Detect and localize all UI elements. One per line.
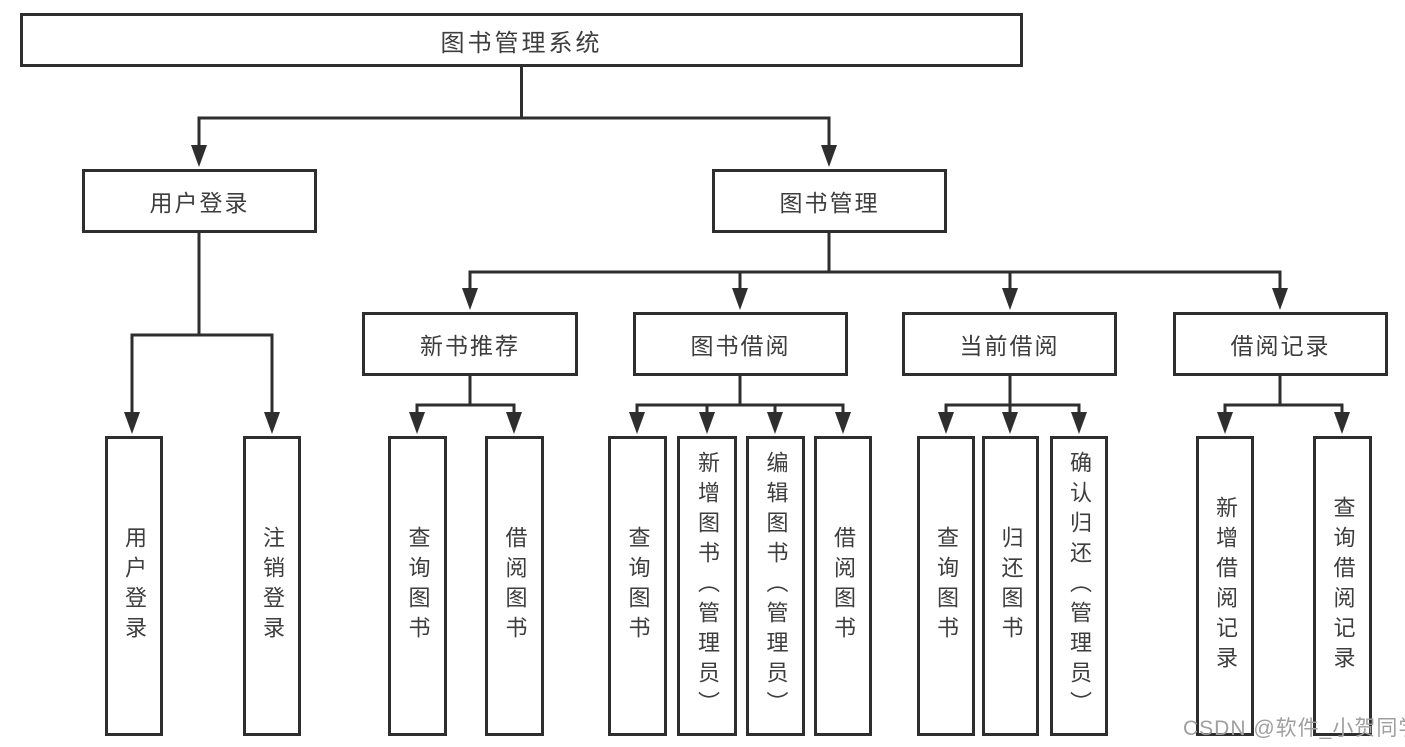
- leaf-return-books-label: 归还图书: [998, 526, 1024, 646]
- node-new-book-recommend-label: 新书推荐: [420, 333, 520, 359]
- leaf-borrow-books-newrec: 借阅图书: [485, 436, 544, 736]
- leaf-edit-books-admin-label: 编辑图书（管理员）: [763, 451, 789, 721]
- node-user-login-label: 用户登录: [149, 190, 250, 216]
- node-current-borrow: 当前借阅: [902, 312, 1117, 376]
- node-book-borrow: 图书借阅: [633, 312, 848, 376]
- node-book-borrow-label: 图书借阅: [690, 333, 791, 359]
- leaf-borrow-books-newrec-label: 借阅图书: [502, 526, 528, 646]
- leaf-add-borrow-record-label: 新增借阅记录: [1213, 496, 1238, 676]
- node-borrow-records: 借阅记录: [1173, 312, 1388, 376]
- leaf-query-books-newrec: 查询图书: [388, 436, 447, 736]
- edge-current-borrow-to-leaves: [944, 374, 1081, 416]
- leaf-confirm-return-admin-label: 确认归还（管理员）: [1067, 451, 1092, 721]
- leaf-user-login-label: 用户登录: [122, 526, 147, 646]
- node-borrow-records-label: 借阅记录: [1230, 333, 1331, 359]
- node-user-login: 用户登录: [82, 169, 317, 233]
- leaf-confirm-return-admin: 确认归还（管理员）: [1050, 436, 1108, 736]
- node-root: 图书管理系统: [20, 13, 1023, 67]
- leaf-query-books-current-label: 查询图书: [934, 526, 959, 646]
- edge-book-mgmt-to-level3: [468, 231, 1282, 292]
- node-new-book-recommend: 新书推荐: [362, 312, 578, 376]
- node-current-borrow-label: 当前借阅: [959, 333, 1060, 359]
- leaf-query-books-newrec-label: 查询图书: [405, 526, 431, 646]
- leaf-borrow-books-borrow-label: 借阅图书: [831, 526, 856, 646]
- node-root-label: 图书管理系统: [440, 29, 603, 57]
- node-book-mgmt-label: 图书管理: [779, 190, 880, 216]
- leaf-borrow-books-borrow: 借阅图书: [814, 436, 872, 736]
- leaf-add-books-admin: 新增图书（管理员）: [677, 436, 737, 736]
- node-book-mgmt: 图书管理: [712, 169, 947, 233]
- edge-root-to-level2: [197, 65, 831, 149]
- arrowheads: [124, 145, 1350, 434]
- leaf-query-books-current: 查询图书: [917, 436, 975, 736]
- leaf-logout-label: 注销登录: [260, 526, 285, 646]
- leaf-add-borrow-record: 新增借阅记录: [1196, 436, 1254, 736]
- edge-book-borrow-to-leaves: [635, 374, 845, 416]
- edge-new-book-rec-to-leaves: [415, 374, 516, 416]
- edge-borrow-records-to-leaves: [1223, 374, 1344, 416]
- leaf-query-borrow-record: 查询借阅记录: [1313, 436, 1372, 736]
- leaf-query-borrow-record-label: 查询借阅记录: [1330, 496, 1356, 676]
- leaf-user-login: 用户登录: [105, 436, 163, 736]
- leaf-edit-books-admin: 编辑图书（管理员）: [746, 436, 805, 736]
- leaf-return-books: 归还图书: [982, 436, 1039, 736]
- leaf-logout: 注销登录: [243, 436, 301, 736]
- edge-user-login-to-leaves: [130, 231, 274, 416]
- leaf-query-books-borrow: 查询图书: [608, 436, 667, 736]
- csdn-watermark: CSDN @软件_小贺同学: [1183, 717, 1405, 740]
- leaf-add-books-admin-label: 新增图书（管理员）: [695, 451, 720, 721]
- leaf-query-books-borrow-label: 查询图书: [625, 526, 651, 646]
